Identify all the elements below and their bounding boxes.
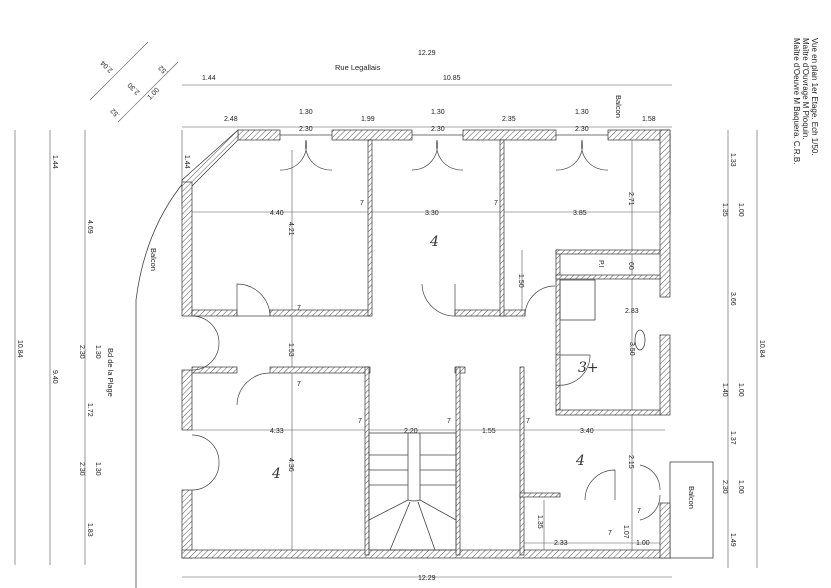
balcony-label-top: Balcon <box>614 95 623 118</box>
dimension-label: 1.40 <box>721 383 728 397</box>
dimension-label: 2.20 <box>404 428 418 435</box>
dimension-label: 1.33 <box>729 153 736 167</box>
dimension-label: 4 <box>575 453 585 469</box>
dimension-label: 60 <box>627 262 634 270</box>
dimension-label: 2.30 <box>78 345 85 359</box>
dimension-label: 2.30 <box>299 126 313 133</box>
dimension-label: 2.48 <box>224 116 238 123</box>
dimension-label: 2.04 <box>100 59 115 74</box>
dimension-label: 7 <box>297 305 301 312</box>
handwritten-annotations: 4 3+ 4 4 <box>271 234 599 482</box>
dimension-label: 3.50 <box>628 342 635 356</box>
dimension-label: 2.30 <box>575 126 589 133</box>
walls <box>181 129 671 559</box>
dimension-label: 1.00 <box>146 87 161 102</box>
street-label-left: Bd de la Plage <box>106 348 115 397</box>
dimension-label: 1.44 <box>183 155 190 169</box>
title-line-2: Maître d'Ouvrage M Ploquin. <box>801 38 810 140</box>
dimension-label: 1.37 <box>729 431 736 445</box>
dimension-label: 12.29 <box>418 50 436 57</box>
dimension-label: 2.30 <box>127 81 142 96</box>
dimension-label: 7 <box>637 508 641 515</box>
dimension-label: 3.30 <box>425 210 439 217</box>
dimension-label: 4.36 <box>287 458 294 472</box>
dimension-label: 2.30 <box>431 126 445 133</box>
dimension-label: 4 <box>271 466 281 482</box>
dimension-label: 1.30 <box>94 345 101 359</box>
dimension-label: 2.35 <box>502 116 516 123</box>
dimension-label: .52 <box>110 107 122 119</box>
dimension-label: 2.83 <box>625 308 639 315</box>
dimension-label: 1.00 <box>737 203 744 217</box>
dimension-label: 1.00 <box>636 540 650 547</box>
dimension-bottom: 12.29 <box>418 575 436 582</box>
dimension-label: 10.84 <box>758 340 765 358</box>
title-line-3: Maître d'Oeuvre M Baquera. C.R.B. <box>792 38 801 164</box>
dimension-label: 1.58 <box>642 116 656 123</box>
dimension-label: 3+ <box>578 360 599 376</box>
doors <box>191 139 661 521</box>
dimension-label: 1.55 <box>482 428 496 435</box>
dimension-label: 2.15 <box>627 455 634 469</box>
dimension-label: 1.30 <box>575 109 589 116</box>
dimension-label: 7 <box>494 200 498 207</box>
dimension-label: 7 <box>297 381 301 388</box>
dimension-label: 2.30 <box>78 462 85 476</box>
dimension-label: 7 <box>447 418 451 425</box>
dimension-label: 7 <box>360 200 364 207</box>
dimensions-diagonal: 2.04 2.30 1.00 .52 .52 <box>100 59 170 119</box>
dimension-label: 1.35 <box>536 515 543 529</box>
dimension-label: 7 <box>358 418 362 425</box>
dimension-label: 1.99 <box>361 116 375 123</box>
dimensions-left: 10.84 9.40 1.44 4.69 1.30 2.30 1.72 1.30… <box>16 155 190 537</box>
staircase <box>368 279 646 551</box>
dimension-label: 1.53 <box>287 343 294 357</box>
dimension-label: 3.66 <box>729 292 736 306</box>
dimension-label: 7 <box>608 530 612 537</box>
dimension-label: 1.30 <box>431 109 445 116</box>
dimension-label: 1.83 <box>86 523 93 537</box>
balcony-right <box>669 461 714 559</box>
dimension-label: 2.71 <box>627 192 634 206</box>
dimension-lines <box>14 41 758 578</box>
dimension-label: 3.40 <box>580 428 594 435</box>
dimension-label: 1.44 <box>51 155 58 169</box>
dimension-label: 7 <box>526 418 530 425</box>
dimension-label: 1.72 <box>86 403 93 417</box>
balcony-label-right: Balcon <box>687 486 696 509</box>
dimension-label: P.I <box>597 260 604 268</box>
dimension-label: 2.30 <box>721 480 728 494</box>
dimension-label: 1.07 <box>622 525 629 539</box>
dimension-label: 4.21 <box>287 222 294 236</box>
dimension-label: 4.33 <box>270 428 284 435</box>
dimension-label: 10.84 <box>16 340 23 358</box>
dimensions-top: 12.29 1.44 10.85 2.48 1.30 2.30 1.99 1.3… <box>202 50 656 133</box>
dimension-label: .52 <box>158 64 170 76</box>
title-line-1: Vue en plan 1er Etage. Ech 1/50. <box>810 38 819 156</box>
dimension-label: 1.30 <box>299 109 313 116</box>
balcony-label-left: Balcon <box>149 248 158 271</box>
dimensions-interior: 4.40 3.30 3.85 7 7 4.21 2.71 1.50 P.I 60… <box>270 192 650 547</box>
dimension-label: 10.85 <box>443 75 461 82</box>
dimension-label: 9.40 <box>51 370 58 384</box>
dimension-label: 1.50 <box>517 274 524 288</box>
dimension-label: 4.69 <box>86 220 93 234</box>
dimension-label: 1.44 <box>202 75 216 82</box>
dimension-label: 1.30 <box>94 462 101 476</box>
dimension-label: 4 <box>429 234 439 250</box>
dimension-label: 1.35 <box>721 203 728 217</box>
dimension-label: 1.49 <box>729 533 736 547</box>
dimension-label: 1.00 <box>737 383 744 397</box>
street-label-top: Rue Legallais <box>335 63 381 72</box>
title-block: Vue en plan 1er Etage. Ech 1/50. Maître … <box>792 38 819 164</box>
dimension-label: 3.85 <box>573 210 587 217</box>
dimension-label: 2.33 <box>554 540 568 547</box>
dimension-label: 4.40 <box>270 210 284 217</box>
dimensions-right: 1.33 1.00 1.35 3.66 10.84 1.00 1.40 1.37… <box>721 153 765 547</box>
dimension-label: 1.00 <box>737 480 744 494</box>
